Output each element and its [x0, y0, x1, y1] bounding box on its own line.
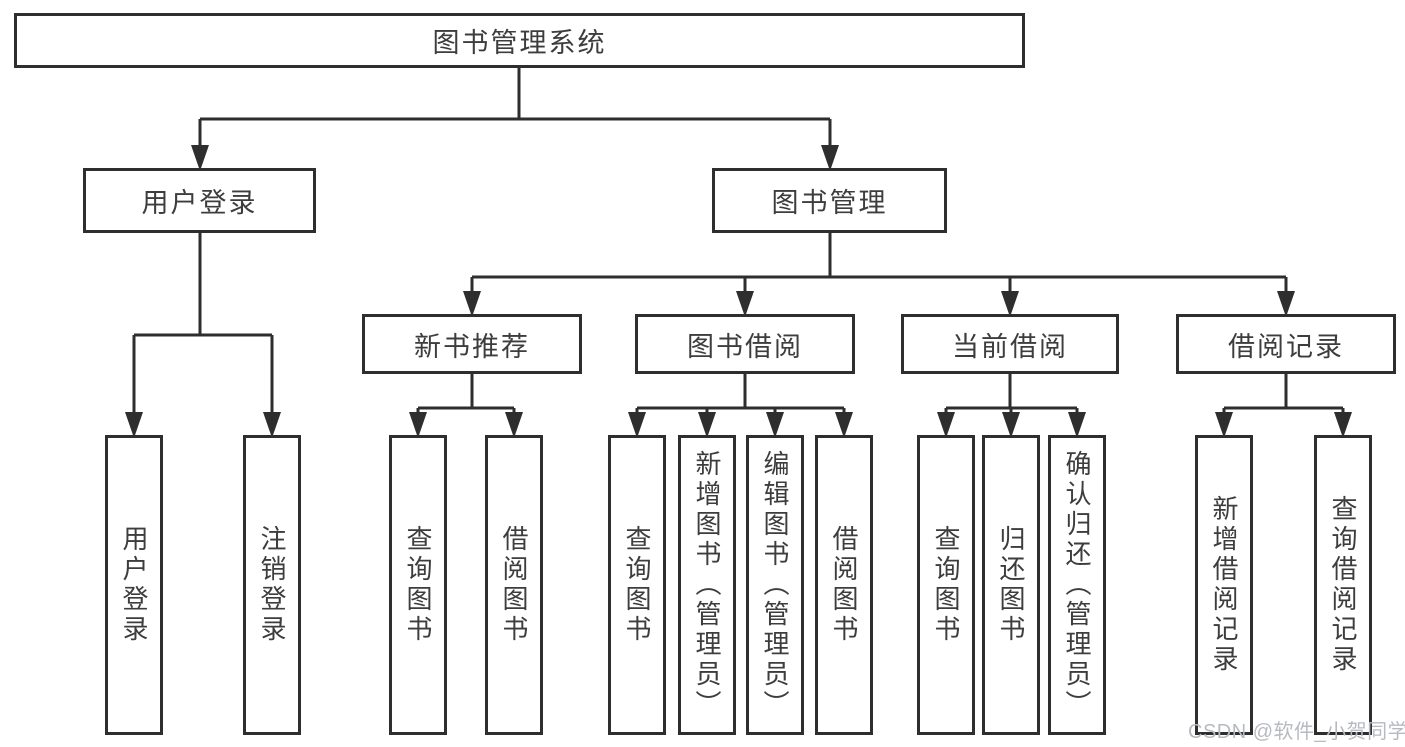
leaf-confirm-return-admin: 确认归还（管理员） [1048, 435, 1106, 735]
leaf-borrow-books-recommend-label: 借阅图书 [499, 525, 529, 645]
leaf-return-books-label: 归还图书 [996, 525, 1026, 645]
leaf-add-borrow-record: 新增借阅记录 [1195, 435, 1253, 735]
leaf-edit-books-admin-label: 编辑图书（管理员） [760, 450, 790, 720]
leaf-logout-label: 注销登录 [257, 525, 287, 645]
leaf-query-books-borrowing: 查询图书 [608, 435, 666, 735]
leaf-add-borrow-record-label: 新增借阅记录 [1209, 495, 1239, 675]
leaf-borrow-books-borrowing: 借阅图书 [815, 435, 873, 735]
leaf-user-login-label: 用户登录 [119, 525, 149, 645]
watermark: CSDN @软件_小贺同学 [1188, 721, 1405, 743]
leaf-query-books-borrowing-label: 查询图书 [622, 525, 652, 645]
node-new-book-recommend: 新书推荐 [362, 314, 582, 374]
leaf-query-books-current-label: 查询图书 [931, 525, 961, 645]
node-book-borrowing: 图书借阅 [635, 314, 855, 374]
leaf-confirm-return-admin-label: 确认归还（管理员） [1062, 450, 1092, 720]
leaf-logout: 注销登录 [243, 435, 301, 735]
node-book-management: 图书管理 [712, 168, 947, 233]
leaf-query-books-recommend-label: 查询图书 [403, 525, 433, 645]
leaf-add-books-admin: 新增图书（管理员） [678, 435, 736, 735]
node-current-borrowing: 当前借阅 [901, 314, 1119, 374]
leaf-edit-books-admin: 编辑图书（管理员） [746, 435, 804, 735]
leaf-borrow-books-recommend: 借阅图书 [485, 435, 543, 735]
leaf-add-books-admin-label: 新增图书（管理员） [692, 450, 722, 720]
leaf-borrow-books-borrowing-label: 借阅图书 [829, 525, 859, 645]
leaf-query-borrow-record: 查询借阅记录 [1314, 435, 1372, 735]
leaf-user-login: 用户登录 [105, 435, 163, 735]
leaf-query-books-current: 查询图书 [917, 435, 975, 735]
node-borrowing-records: 借阅记录 [1176, 314, 1396, 374]
node-library-system: 图书管理系统 [14, 13, 1025, 68]
node-user-login: 用户登录 [83, 168, 316, 233]
leaf-return-books: 归还图书 [982, 435, 1040, 735]
leaf-query-borrow-record-label: 查询借阅记录 [1328, 495, 1358, 675]
leaf-query-books-recommend: 查询图书 [389, 435, 447, 735]
